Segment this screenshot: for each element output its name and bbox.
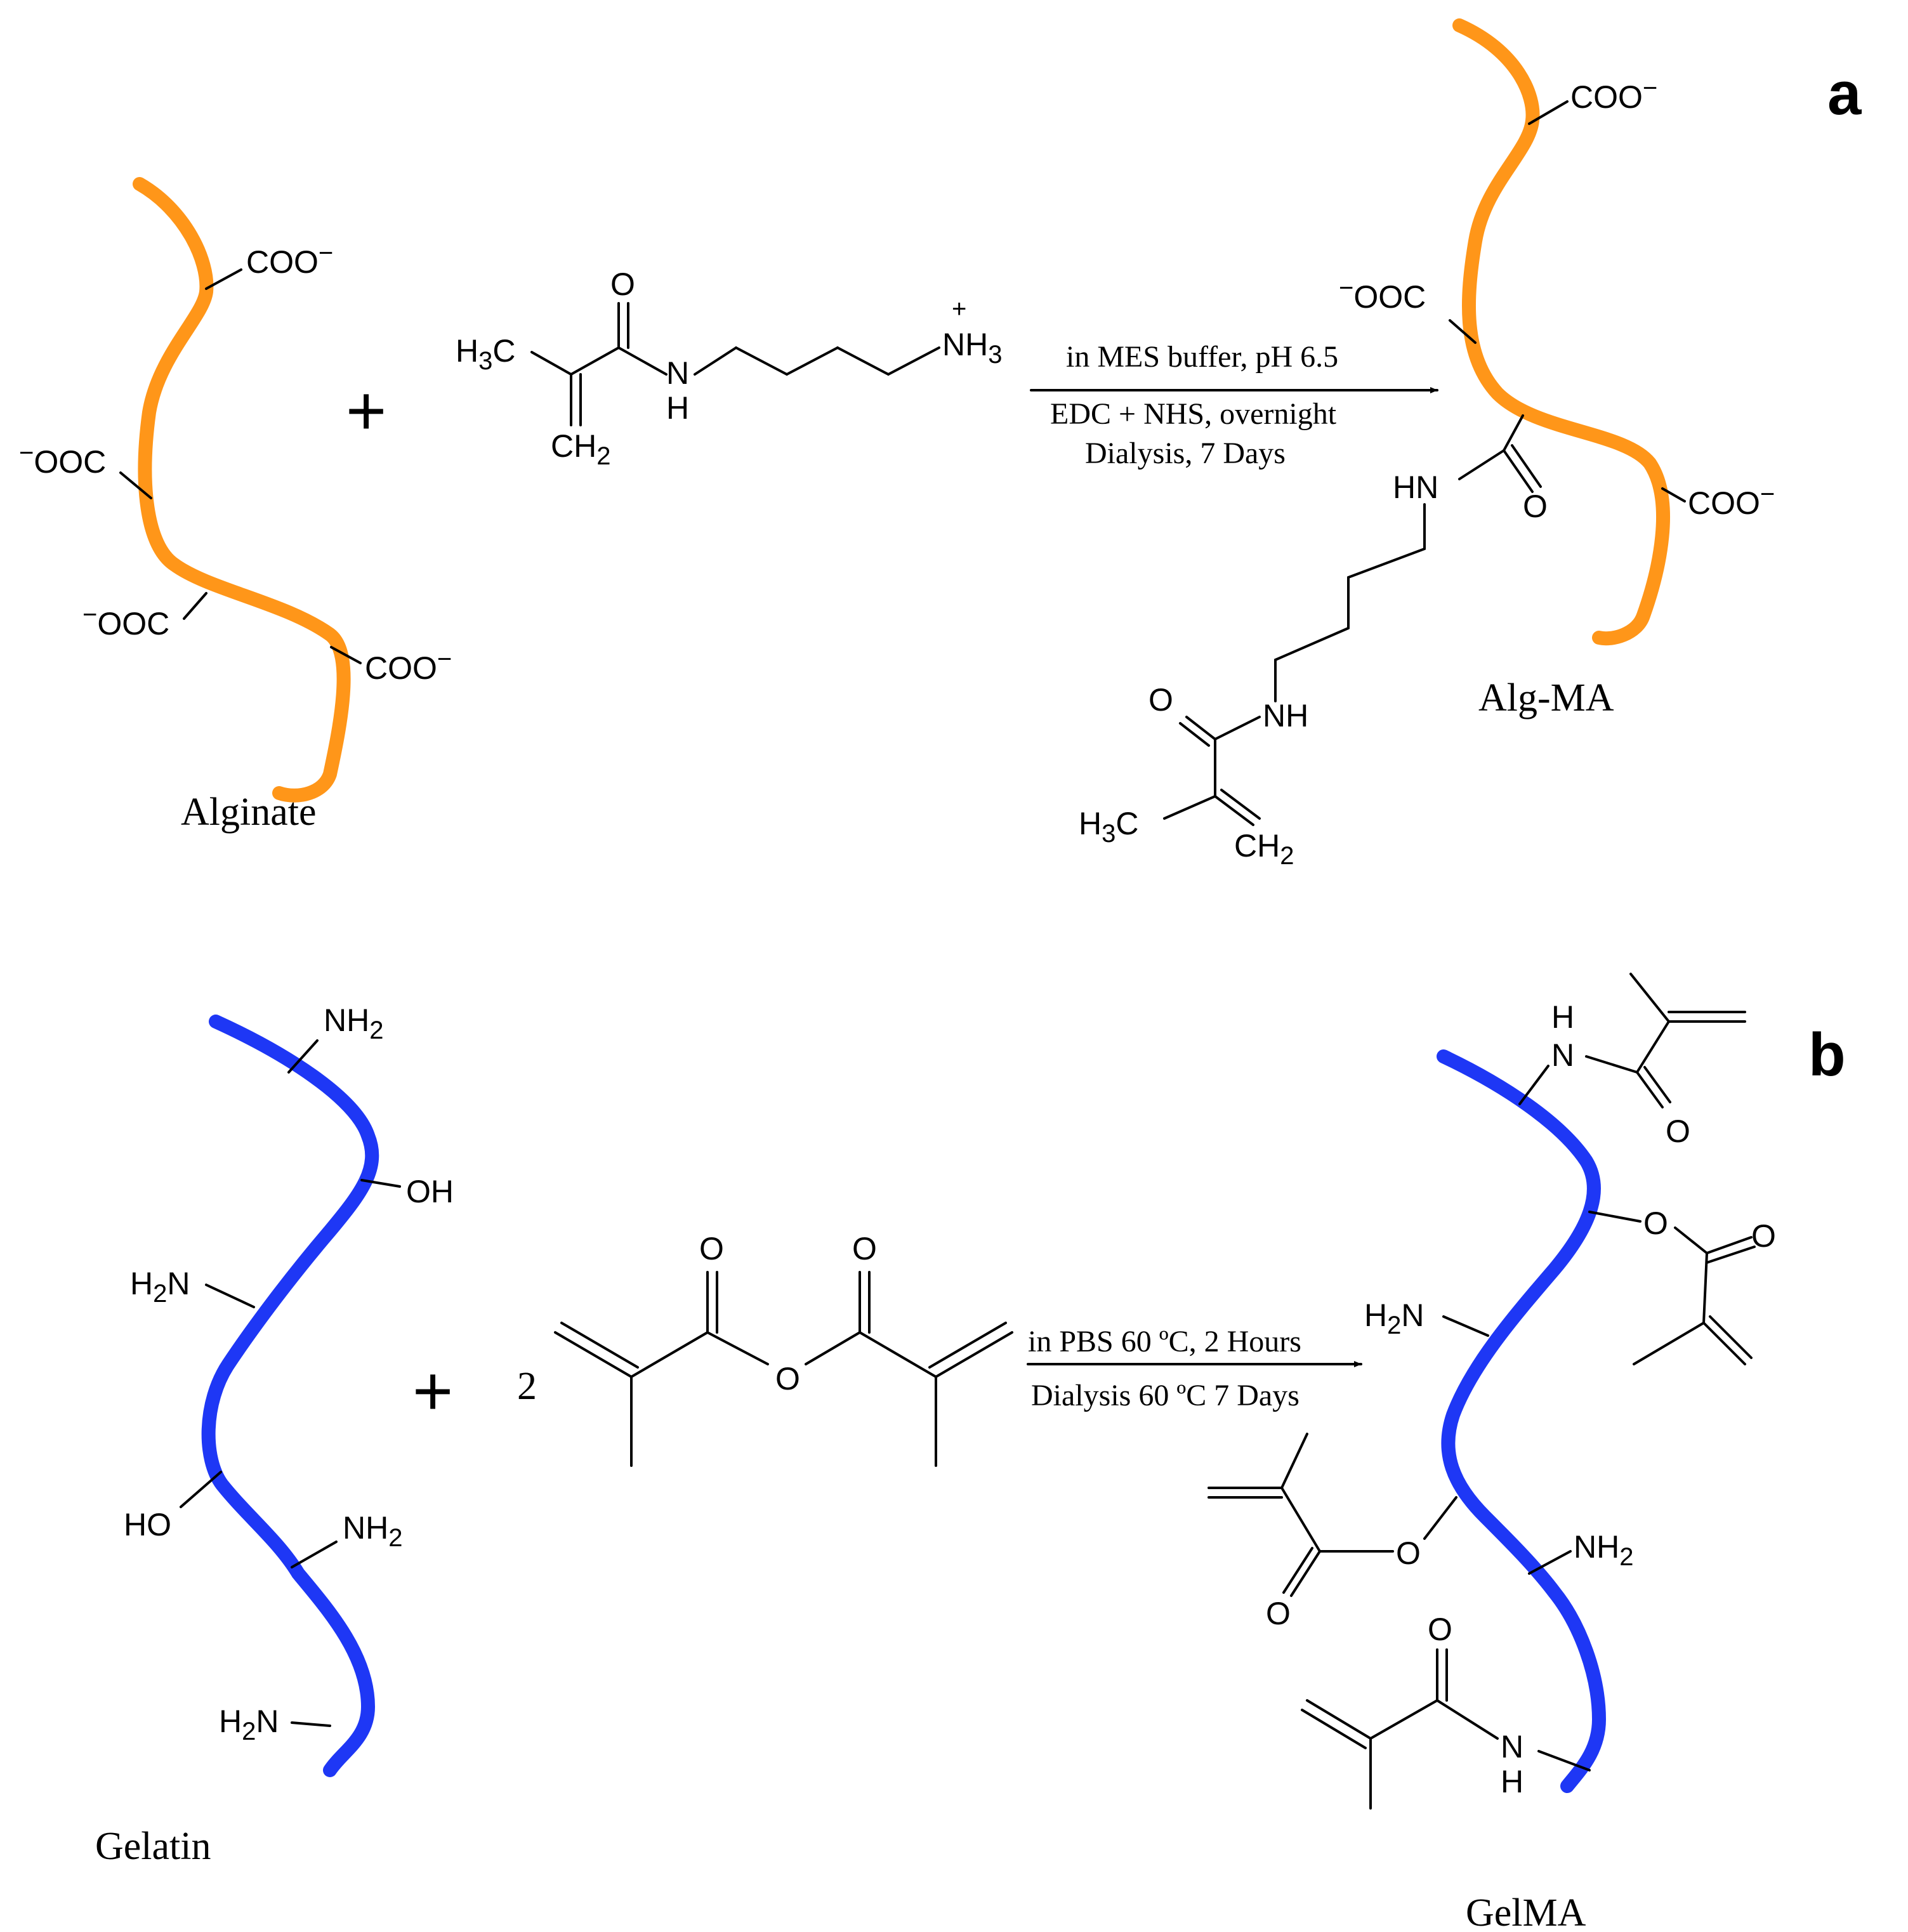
svg-text:CH2: CH2 (1234, 828, 1294, 870)
gelma-name: GelMA (1466, 1891, 1586, 1932)
svg-text:O: O (852, 1231, 877, 1266)
svg-text:O: O (1148, 682, 1173, 718)
gelatin-substituents: NH2 OH H2N HO NH2 H2N (124, 1002, 454, 1745)
condition-text: in MES buffer, pH 6.5 (1066, 340, 1338, 374)
svg-text:H2N: H2N (1364, 1298, 1424, 1339)
svg-text:NH: NH (1263, 698, 1308, 733)
condition-text: Dialysis, 7 Days (1085, 437, 1286, 470)
svg-text:N: N (666, 355, 689, 391)
alg-ma-name: Alg-MA (1478, 676, 1614, 720)
alg-ma-substituents: COO− −OOC COO− (1339, 74, 1775, 521)
svg-text:O: O (699, 1231, 724, 1266)
svg-text:H3C: H3C (456, 333, 515, 375)
carboxylate-label: COO− (365, 645, 452, 686)
svg-text:−OOC: −OOC (1339, 274, 1426, 315)
svg-text:H3C: H3C (1079, 806, 1138, 848)
svg-text:O: O (1643, 1206, 1668, 1241)
svg-text:O: O (775, 1361, 800, 1396)
gelma-substituents: N H O O O H2N O O NH2 (1207, 973, 1776, 1810)
svg-text:COO−: COO− (1688, 480, 1775, 521)
alginate-backbone (133, 177, 351, 803)
carboxylate-label: −OOC (82, 601, 169, 641)
svg-text:NH3: NH3 (942, 327, 1002, 369)
svg-text:HO: HO (124, 1507, 171, 1542)
svg-text:O: O (1428, 1612, 1452, 1647)
gelma-backbone (1437, 1049, 1607, 1793)
svg-text:H2N: H2N (219, 1704, 279, 1745)
svg-text:O: O (1266, 1596, 1291, 1631)
svg-text:NH2: NH2 (324, 1002, 383, 1044)
gelatin-backbone (201, 1015, 379, 1777)
svg-text:O: O (1396, 1535, 1421, 1571)
svg-text:H: H (1501, 1764, 1523, 1799)
methacrylic-anhydride-structure: O O O (554, 1231, 1013, 1467)
stoichiometric-coefficient: 2 (517, 1365, 537, 1408)
condition-text: in PBS 60 ºC, 2 Hours (1028, 1325, 1301, 1358)
svg-text:O: O (1751, 1218, 1776, 1254)
svg-text:O: O (610, 266, 635, 302)
plus-sign-a: + (346, 372, 386, 450)
svg-text:NH2: NH2 (343, 1510, 402, 1552)
svg-text:H: H (1551, 999, 1574, 1035)
carboxylate-label: COO− (246, 239, 333, 280)
alginate-name: Alginate (181, 791, 317, 834)
svg-text:H: H (666, 390, 689, 426)
condition-text: EDC + NHS, overnight (1050, 397, 1337, 431)
svg-text:NH2: NH2 (1574, 1529, 1633, 1571)
panel-b-label: b (1808, 1021, 1846, 1089)
carboxylate-label: −OOC (19, 439, 106, 480)
svg-text:COO−: COO− (1570, 74, 1657, 115)
alginate-substituents: COO− −OOC −OOC COO− (19, 239, 452, 686)
svg-text:H2N: H2N (130, 1266, 190, 1308)
svg-text:O: O (1523, 489, 1548, 524)
svg-text:+: + (952, 295, 966, 323)
aminobutyl-methacrylamide-structure: H3C CH2 O N H + NH3 (456, 266, 1002, 470)
svg-text:N: N (1501, 1729, 1523, 1764)
condition-text: Dialysis 60 ºC 7 Days (1031, 1379, 1299, 1412)
svg-text:O: O (1666, 1114, 1690, 1149)
alg-ma-backbone (1452, 18, 1670, 646)
panel-a-label: a (1827, 60, 1862, 128)
svg-text:HN: HN (1393, 470, 1438, 505)
svg-text:OH: OH (406, 1174, 454, 1209)
alg-ma-pendant-chain: HN O NH O H3C CH2 (1079, 444, 1548, 870)
plus-sign-b: + (412, 1352, 453, 1430)
svg-text:N: N (1551, 1037, 1574, 1073)
svg-text:CH2: CH2 (551, 428, 610, 470)
gelatin-name: Gelatin (95, 1825, 211, 1868)
